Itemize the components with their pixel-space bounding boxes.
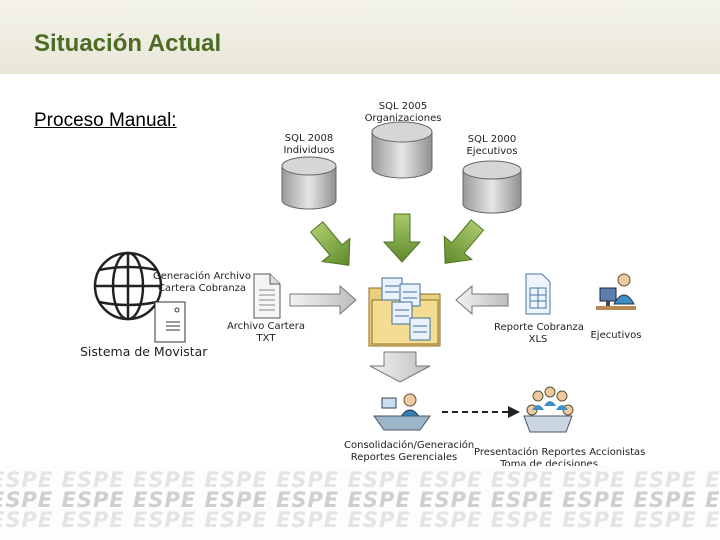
- folder-spreadsheets-icon: [368, 277, 441, 347]
- arrow-down-left-icon: [309, 221, 351, 266]
- arrow-right-icon: [289, 284, 357, 316]
- database-individuos-icon: [281, 156, 337, 210]
- person-desk-icon: [373, 393, 431, 431]
- title-bar: [0, 0, 720, 74]
- arrow-down-grey-icon: [369, 351, 431, 383]
- watermark-row: ESPE ESPE ESPE ESPE ESPE ESPE ESPE ESPE …: [0, 508, 720, 532]
- database-organizaciones-icon: [371, 121, 433, 179]
- label-sistema-movistar: Sistema de Movistar: [80, 344, 208, 359]
- watermark-row: ESPE ESPE ESPE ESPE ESPE ESPE ESPE ESPE …: [0, 468, 720, 492]
- watermark-row: ESPE ESPE ESPE ESPE ESPE ESPE ESPE ESPE …: [0, 488, 720, 512]
- xls-document-icon: [525, 273, 551, 315]
- footer-watermark: ESPE ESPE ESPE ESPE ESPE ESPE ESPE ESPE …: [0, 466, 720, 540]
- arrow-down-right-icon: [443, 219, 485, 264]
- meeting-group-icon: [523, 386, 574, 433]
- slide-title: Situación Actual: [34, 30, 222, 57]
- section-subtitle: Proceso Manual:: [34, 110, 177, 131]
- dashed-arrow-icon: [442, 406, 520, 418]
- arrow-down-center-icon: [382, 213, 422, 263]
- arrow-left-icon: [455, 284, 509, 316]
- database-ejecutivos-icon: [462, 160, 522, 214]
- globe-icon: [93, 251, 163, 321]
- label-ejecutivos: Ejecutivos: [590, 330, 642, 341]
- txt-document-icon: [253, 273, 281, 319]
- server-icon: [154, 301, 186, 343]
- person-computer-icon: [596, 273, 636, 310]
